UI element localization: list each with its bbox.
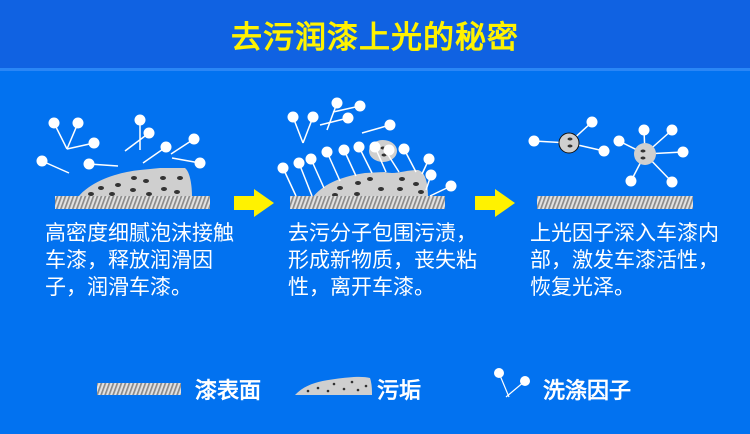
- arrow-right-icon: [234, 189, 274, 217]
- legend-cleaning-factor-icon: [494, 368, 530, 398]
- step3-description: 上光因子深入车漆内部，激发车漆活性，恢复光泽。: [530, 221, 719, 299]
- legend-paint-surface-label: 漆表面: [195, 379, 262, 404]
- paint-surface: [537, 196, 693, 209]
- page-title: 去污润漆上光的秘密: [231, 20, 519, 56]
- cleaning-factor-heads: [277, 97, 457, 192]
- step1-illustration: [36, 114, 210, 209]
- dirt-particles: [332, 177, 424, 197]
- legend-paint-surface-icon: [97, 383, 181, 395]
- legend-cleaning-factor-label: 洗涤因子: [543, 379, 632, 404]
- cleaning-factor-sticks: [41, 120, 201, 174]
- dirt-blob: [313, 170, 428, 197]
- header-bar: 去污润漆上光的秘密: [0, 0, 750, 71]
- step2-description: 去污分子包围污渍，形成新物质，丧失粘性，离开车漆。: [288, 221, 477, 299]
- cleaning-factor-heads: [36, 114, 206, 170]
- paint-surface: [55, 196, 210, 209]
- legend-dirt-icon: [295, 376, 372, 395]
- step1-description: 高密度细腻泡沫接触车漆，释放润滑因子，润滑车漆。: [45, 221, 234, 299]
- dirt-molecule: [558, 132, 580, 154]
- legend-dirt-label: 污垢: [377, 379, 422, 404]
- arrow-right-icon: [475, 189, 515, 217]
- step2-illustration: [277, 97, 457, 209]
- dirt-particles: [88, 176, 183, 196]
- dirt-molecule: [634, 143, 656, 165]
- step3-illustration: [528, 116, 693, 209]
- paint-surface: [290, 196, 445, 209]
